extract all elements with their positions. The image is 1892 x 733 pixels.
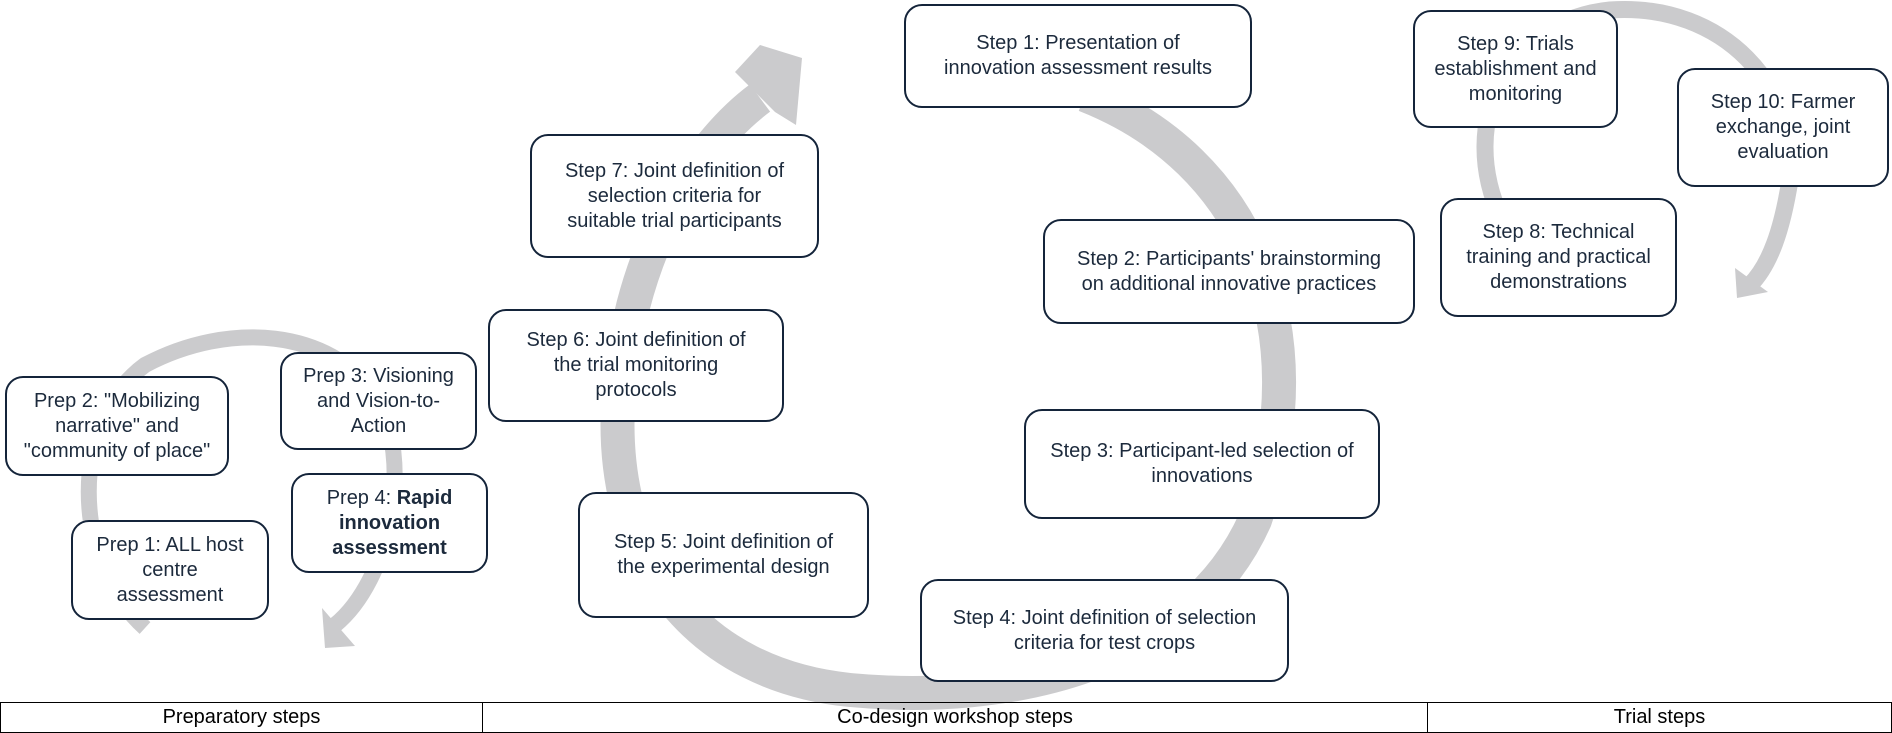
prep-arrowhead	[322, 608, 355, 648]
step-5-line-1: Step 5: Joint definition of	[613, 531, 834, 553]
step-6-line-1: Step 6: Joint definition of	[526, 329, 746, 351]
step-1-line-2: innovation assessment results	[944, 57, 1212, 79]
prep-3-line-1: Prep 3: Visioning	[303, 364, 454, 387]
phase-label-preparatory: Preparatory steps	[162, 706, 321, 728]
step-1-box: Step 1: Presentation of innovation asses…	[904, 4, 1252, 108]
step-8-box: Step 8: Technical training and practical…	[1440, 198, 1677, 317]
step-4-line-2: criteria for test crops	[1013, 631, 1196, 654]
step-6-line-2: the trial monitoring	[553, 354, 719, 376]
step-7-box: Step 7: Joint definition of selection cr…	[530, 134, 819, 258]
prep-2-line-3: "community of place"	[23, 439, 211, 462]
step-9-box: Step 9: Trials establishment and monitor…	[1413, 10, 1618, 128]
prep-3-line-3: Action	[350, 414, 407, 437]
step-10-line-3: evaluation	[1737, 141, 1829, 163]
step-3-box: Step 3: Participant-led selection of inn…	[1024, 409, 1380, 519]
prep-4-bold-word: Rapid	[396, 486, 453, 509]
step-2-box: Step 2: Participants' brainstorming on a…	[1043, 219, 1415, 324]
prep-1-line-1: Prep 1: ALL host	[96, 533, 244, 556]
prep-4-prefix: Prep 4:	[326, 486, 397, 509]
prep-1-line-2: centre	[142, 558, 198, 581]
step-7-line-1: Step 7: Joint definition of	[564, 159, 785, 182]
step-3-line-2: innovations	[1151, 465, 1253, 487]
step-10-box: Step 10: Farmer exchange, joint evaluati…	[1677, 68, 1889, 187]
phase-label-trial: Trial steps	[1427, 703, 1891, 732]
step-9-line-1: Step 9: Trials	[1457, 32, 1574, 55]
step-9-line-3: monitoring	[1468, 82, 1563, 105]
trial-arrowhead	[1735, 268, 1768, 298]
step-6-line-3: protocols	[595, 379, 677, 401]
codesign-arrowhead	[735, 45, 802, 125]
prep-4-line-3: assessment	[332, 536, 447, 559]
prep-4-line-1: Prep 4: Rapid	[327, 486, 453, 511]
step-5-line-2: the experimental design	[617, 556, 830, 578]
step-4-box: Step 4: Joint definition of selection cr…	[920, 579, 1289, 682]
step-3-line-1: Step 3: Participant-led selection of	[1050, 440, 1354, 462]
step-7-line-3: suitable trial participants	[567, 209, 782, 232]
step-2-line-2: on additional innovative practices	[1081, 272, 1377, 295]
step-5-box: Step 5: Joint definition of the experime…	[578, 492, 869, 618]
prep-2-line-2: narrative" and	[55, 414, 179, 437]
prep-1-box: Prep 1: ALL host centre assessment	[71, 520, 269, 620]
step-1-line-1: Step 1: Presentation of	[976, 32, 1180, 54]
phase-label-codesign: Co-design workshop steps	[482, 703, 1427, 732]
step-6-box: Step 6: Joint definition of the trial mo…	[488, 309, 784, 422]
step-4-line-1: Step 4: Joint definition of selection	[952, 606, 1257, 629]
step-8-line-3: demonstrations	[1490, 271, 1627, 293]
prep-1-line-3: assessment	[116, 583, 224, 606]
prep-4-line-2: innovation	[338, 511, 441, 534]
step-10-line-2: exchange, joint	[1715, 116, 1851, 138]
prep-3-box: Prep 3: Visioning and Vision-to- Action	[280, 352, 477, 450]
step-8-line-1: Step 8: Technical	[1482, 221, 1635, 243]
prep-3-line-2: and Vision-to-	[316, 389, 441, 412]
prep-2-box: Prep 2: "Mobilizing narrative" and "comm…	[5, 376, 229, 476]
prep-2-line-1: Prep 2: "Mobilizing	[33, 389, 201, 412]
step-10-line-1: Step 10: Farmer	[1710, 91, 1856, 113]
step-2-line-1: Step 2: Participants' brainstorming	[1077, 247, 1381, 270]
step-8-line-2: training and practical	[1466, 246, 1651, 268]
phase-label-row: Preparatory steps Co-design workshop ste…	[0, 702, 1892, 733]
step-9-line-2: establishment and	[1434, 57, 1597, 80]
prep-4-box: Prep 4: Rapid innovation assessment	[291, 473, 488, 573]
step-7-line-2: selection criteria for	[587, 184, 762, 207]
